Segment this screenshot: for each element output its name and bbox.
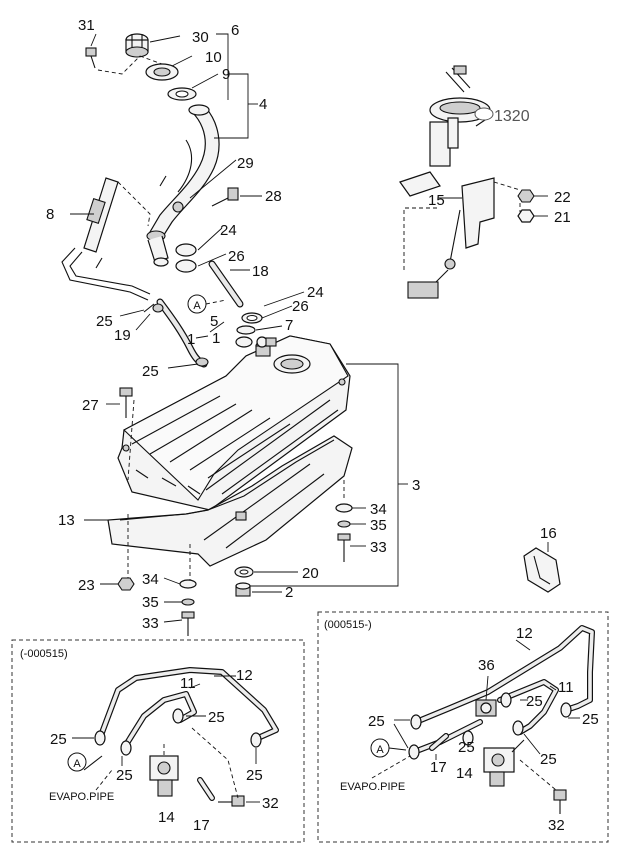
sender-unit-15 [403,177,521,299]
clip-16 [523,542,561,593]
callout-4: 4 [259,96,267,113]
left-callout-14: 14 [158,809,175,826]
plate-9 [167,87,197,101]
right-callout-17: 17 [430,759,447,776]
callout-34-left: 34 [142,571,159,588]
bolt-31 [85,47,97,69]
callout-1-lower: 1 [187,331,195,348]
callout-15: 15 [428,192,445,209]
left-callout-25-mid: 25 [116,767,133,784]
callout-7: 7 [285,317,293,334]
bolt-27 [106,387,133,418]
callout-2: 2 [285,584,293,601]
circle-a-label: A [193,300,201,312]
right-callout-14: 14 [456,765,473,782]
callout-25: 25 [96,313,113,330]
left-callout-25-left: 25 [50,731,67,748]
right-callout-25-a: 25 [526,693,543,710]
callout-19: 19 [114,327,131,344]
callout-9: 9 [222,66,230,83]
fastener-stack-left [100,577,197,636]
left-callout-17: 17 [193,817,210,834]
callout-22: 22 [554,189,571,206]
right-box-title: (000515-) [324,619,372,631]
fastener-stack-right [335,503,366,562]
callout-28: 28 [265,188,282,205]
callout-10: 10 [205,49,222,66]
connector-A: A [187,294,227,314]
callout-21: 21 [554,209,571,226]
right-evapo-pipe-label: EVAPO.PIPE [340,781,405,793]
callout-35-right: 35 [370,517,387,534]
callout-8: 8 [46,206,54,223]
bolt-28 [211,187,239,207]
left-circle-a: A [73,758,81,770]
skid-plate-13 [84,435,353,580]
drain-plug [234,566,298,597]
right-callout-25-e: 25 [540,751,557,768]
callout-26: 26 [228,248,245,265]
filler-neck-4 [146,104,220,267]
fuel-pump-sender [399,65,494,197]
callout-23: 23 [78,577,95,594]
detail-box-left: (-000515) A EVAPO.PIPE [11,639,305,843]
callout-33-left: 33 [142,615,159,632]
right-callout-25-c: 25 [368,713,385,730]
callout-34-right: 34 [370,501,387,518]
callout-1320: 1320 [494,108,530,125]
hose-clamps [119,291,305,369]
callout-26-lower: 26 [292,298,309,315]
callout-6: 6 [231,22,239,39]
gasket-10 [145,63,179,81]
right-callout-12: 12 [516,625,533,642]
left-callout-12: 12 [236,667,253,684]
callout-24: 24 [220,222,237,239]
callout-5: 5 [210,313,218,330]
right-callout-36: 36 [478,657,495,674]
left-box-title: (-000515) [20,648,68,660]
left-callout-25-far: 25 [246,767,263,784]
left-callout-25-right: 25 [208,709,225,726]
callout-3: 3 [412,477,420,494]
right-callout-32: 32 [548,817,565,834]
callout-24-lower: 24 [307,284,324,301]
callout-33-right: 33 [370,539,387,556]
callout-13: 13 [58,512,75,529]
callout-35-left: 35 [142,594,159,611]
right-circle-a: A [376,744,384,756]
fuel-tank-3 [117,335,408,587]
callout-31: 31 [78,17,95,34]
callout-18: 18 [252,263,269,280]
fuel-cap-30 [125,33,149,58]
callout-25-lower: 25 [142,363,159,380]
nuts-21-22 [517,189,548,223]
vent-tube-8 [61,177,151,301]
detail-box-right: (000515-) A EVAPO.PI [317,611,609,843]
callout-30: 30 [192,29,209,46]
right-callout-11: 11 [558,679,574,696]
callout-29: 29 [237,155,254,172]
hose-1 [143,298,209,368]
callout-27: 27 [82,397,99,414]
right-callout-25-b: 25 [582,711,599,728]
hose-18 [175,227,250,308]
left-evapo-pipe-label: EVAPO.PIPE [49,791,114,803]
left-callout-11: 11 [180,675,196,692]
right-callout-25-d: 25 [458,739,475,756]
callout-1-upper: 1 [212,330,220,347]
callout-16: 16 [540,525,557,542]
callout-20: 20 [302,565,319,582]
left-callout-32: 32 [262,795,279,812]
callout-labels: 31 30 6 10 9 4 29 28 8 24 26 18 24 26 7 … [46,17,571,632]
filler-cap-assembly [85,33,262,267]
